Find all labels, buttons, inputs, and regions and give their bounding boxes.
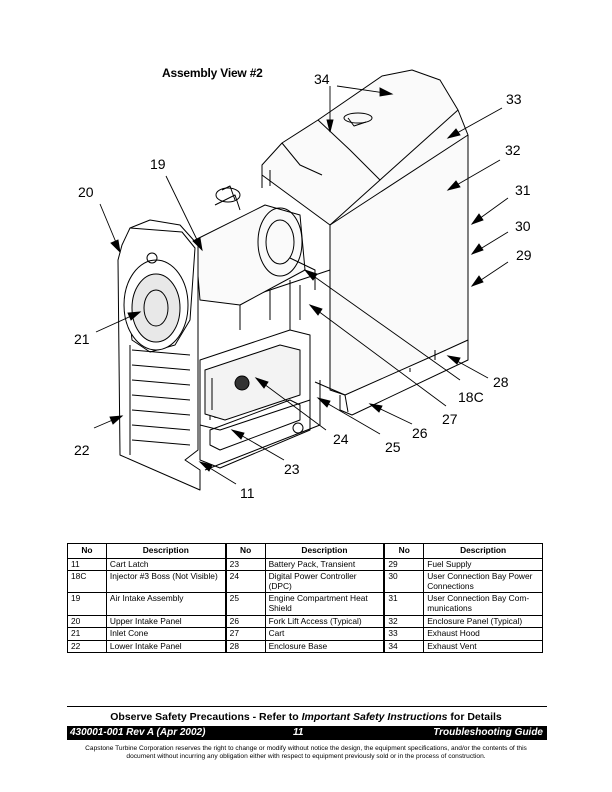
cell-no: 27 [224,627,266,641]
cell-description: Enclosure Base [264,639,385,654]
cell-description: Exhaust Vent [423,639,543,654]
cell-description: Battery Pack, Transient [264,557,385,572]
cell-no: 28 [224,639,266,654]
cell-description: Engine Compartment Heat Shield [264,592,385,616]
table-row: 20 Upper Intake Panel 26 Fork Lift Acces… [67,614,543,629]
safety-notice: Observe Safety Precautions - Refer to Im… [0,711,612,723]
callout-28: 28 [493,374,509,390]
cell-no: 31 [383,592,425,616]
safety-text-post: for Details [447,711,502,723]
header-description: Description [105,543,227,559]
callout-32: 32 [505,142,521,158]
safety-text-pre: Observe Safety Precautions - Refer to [110,711,302,723]
cell-no: 30 [383,570,425,594]
cell-description: Fuel Supply [423,557,543,572]
table-row: 21 Inlet Cone 27 Cart 33 Exhaust Hood [67,627,543,641]
header-description: Description [423,543,543,559]
cart-frame [199,269,346,471]
cell-description: Inlet Cone [105,627,227,641]
enclosure-body [261,69,469,416]
table-row: 19 Air Intake Assembly 25 Engine Compart… [67,592,543,616]
header-description: Description [264,543,385,559]
cell-no: 23 [224,557,266,572]
battery-pack [209,399,301,451]
cell-no: 33 [383,627,425,641]
cell-no: 25 [224,592,266,616]
cell-no: 24 [224,570,266,594]
cell-no: 22 [67,639,107,654]
legal-disclaimer: Capstone Turbine Corporation reserves th… [85,745,527,760]
leader-arrows [93,85,509,485]
page-number: 11 [293,727,304,738]
table-row: 22 Lower Intake Panel 28 Enclosure Base … [67,639,543,654]
assembly-drawing [93,69,509,491]
callout-11: 11 [240,485,255,501]
cell-no: 26 [224,614,266,629]
cell-description: Upper Intake Panel [105,614,227,629]
cell-no: 34 [383,639,425,654]
callout-34: 34 [314,71,330,87]
cell-no: 21 [67,627,107,641]
cell-description: Enclosure Panel (Typical) [423,614,543,629]
cell-description: Lower Intake Panel [105,639,227,654]
callout-27: 27 [442,411,458,427]
cell-description: Fork Lift Access (Typical) [264,614,385,629]
cell-description: Digital Power Controller (DPC) [264,570,385,594]
callout-22: 22 [74,442,90,458]
cell-description: Exhaust Hood [423,627,543,641]
callout-19: 19 [150,156,166,172]
figure-title: Assembly View #2 [162,66,263,80]
callout-21: 21 [74,331,90,347]
cell-description: User Connection Bay Com-munications [423,592,543,616]
table-row: 18C Injector #3 Boss (Not Visible) 24 Di… [67,570,543,594]
cell-description: Cart Latch [105,557,227,572]
cell-description: Injector #3 Boss (Not Visible) [105,570,227,594]
footer-rule [67,706,547,707]
cell-no: 29 [383,557,425,572]
cell-description: Air Intake Assembly [105,592,227,616]
cell-no: 20 [67,614,107,629]
footer-bar: 430001-001 Rev A (Apr 2002) 11 Troublesh… [67,726,547,740]
cell-description: Cart [264,627,385,641]
callout-23: 23 [284,461,300,477]
callout-24: 24 [333,431,349,447]
dpc-box [204,344,301,421]
callout-29: 29 [516,247,532,263]
air-intake-assembly [117,219,201,491]
safety-text-emphasis: Important Safety Instructions [301,711,448,723]
callout-26: 26 [412,425,428,441]
header-no: No [224,543,266,559]
cell-no: 11 [67,557,107,572]
header-no: No [67,543,107,559]
header-no: No [383,543,425,559]
parts-table: No Description No Description No Descrip… [67,543,543,654]
doc-number: 430001-001 Rev A (Apr 2002) [70,727,206,738]
table-header-row: No Description No Description No Descrip… [67,543,543,559]
cell-no: 32 [383,614,425,629]
callout-33: 33 [506,91,522,107]
callout-31: 31 [515,182,531,198]
guide-title: Troubleshooting Guide [433,727,543,738]
callout-18c: 18C [458,389,484,405]
cell-no: 18C [67,570,107,594]
table-row: 11 Cart Latch 23 Battery Pack, Transient… [67,557,543,572]
callout-25: 25 [385,439,401,455]
callout-30: 30 [515,218,531,234]
cell-description: User Connection Bay Power Connections [423,570,543,594]
callout-20: 20 [78,184,94,200]
engine-assembly [194,185,316,306]
cell-no: 19 [67,592,107,616]
